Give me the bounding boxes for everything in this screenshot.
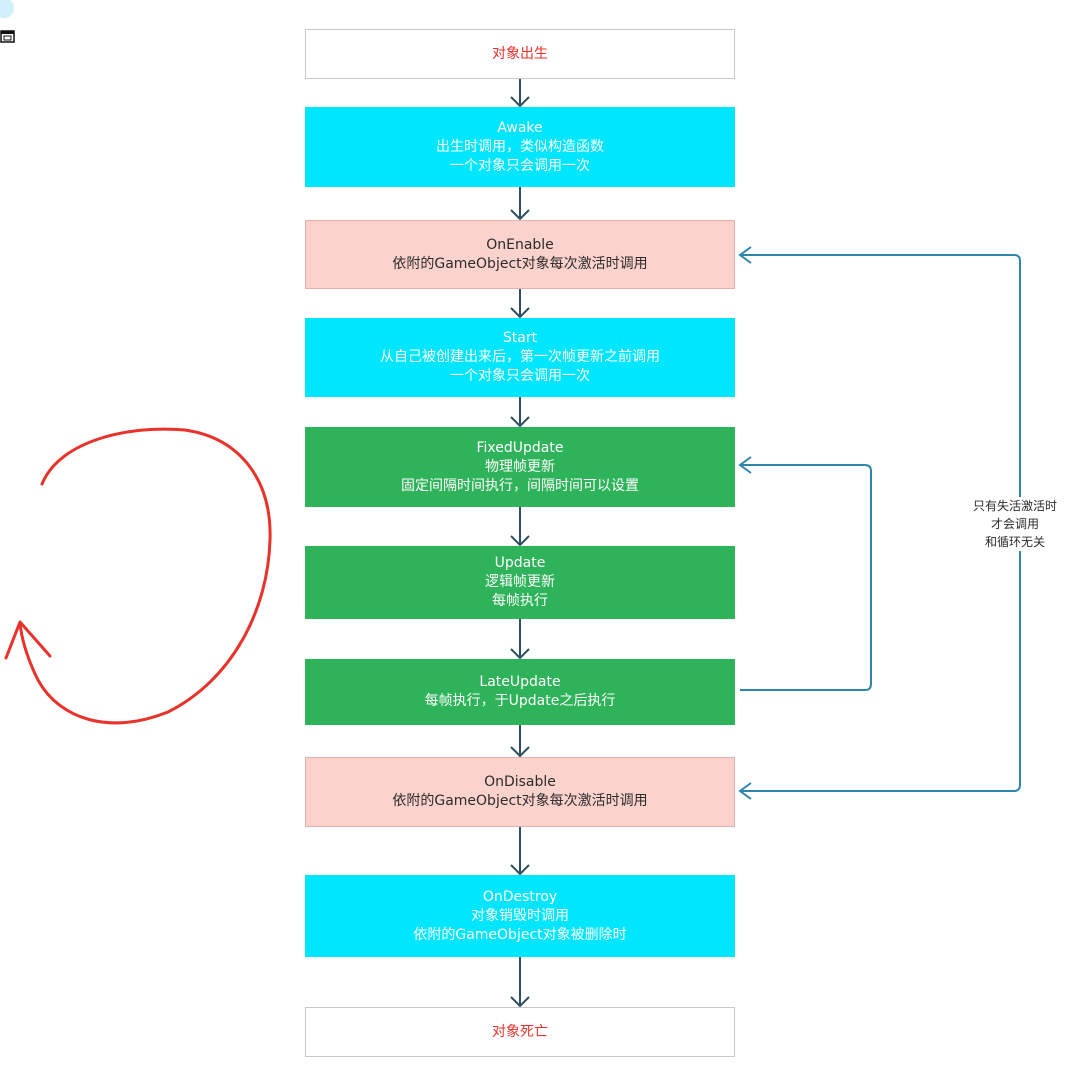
flow-arrowhead	[510, 307, 530, 319]
node-description: 一个对象只会调用一次	[450, 157, 590, 174]
node-title: OnDisable	[484, 774, 556, 790]
flow-arrowhead	[510, 648, 530, 660]
node-description: 每帧执行，于Update之后执行	[424, 693, 616, 709]
node-title: OnEnable	[486, 236, 554, 253]
loop-note: 只有失活激活时 才会调用 和循环无关	[940, 497, 1073, 551]
ondisable-arrowhead	[738, 782, 752, 800]
node-death: 对象死亡	[305, 1007, 735, 1057]
node-ondisable: OnDisable 依附的GameObject对象每次激活时调用	[305, 757, 735, 827]
loop-note-line: 才会调用	[990, 517, 1039, 531]
loop-note-line: 只有失活激活时	[972, 499, 1057, 513]
node-onenable: OnEnable 依附的GameObject对象每次激活时调用	[305, 220, 735, 289]
node-title: Start	[502, 330, 538, 346]
update-loop-connector	[740, 464, 872, 691]
node-update: Update 逻辑帧更新每帧执行	[305, 546, 735, 619]
onenable-arrowhead	[738, 246, 752, 264]
update-loop-arrowhead	[738, 456, 752, 474]
window-icon	[0, 0, 15, 43]
node-title: Awake	[497, 119, 543, 136]
flow-arrowhead	[510, 209, 530, 221]
red-loop-arrowhead	[4, 620, 52, 660]
node-description: 逻辑帧更新	[485, 574, 555, 590]
flow-arrowhead	[510, 864, 530, 876]
node-description: 固定间隔时间执行，间隔时间可以设置	[401, 477, 639, 494]
node-title: Update	[494, 555, 546, 571]
flow-arrowhead	[510, 535, 530, 547]
node-title: FixedUpdate	[476, 439, 564, 456]
flow-arrowhead	[510, 416, 530, 428]
node-title: 对象死亡	[492, 1023, 548, 1040]
node-description: 依附的GameObject对象每次激活时调用	[392, 255, 648, 272]
loop-note-line: 和循环无关	[984, 535, 1045, 549]
node-description: 物理帧更新	[485, 458, 555, 475]
node-title: 对象出生	[492, 45, 548, 62]
red-loop-annotation	[18, 427, 272, 725]
node-description: 出生时调用，类似构造函数	[436, 138, 604, 155]
node-title: OnDestroy	[482, 888, 558, 905]
node-birth: 对象出生	[305, 29, 735, 79]
node-fixedupdate: FixedUpdate 物理帧更新固定间隔时间执行，间隔时间可以设置	[305, 427, 735, 507]
node-awake: Awake 出生时调用，类似构造函数一个对象只会调用一次	[305, 107, 735, 187]
flow-arrowhead	[510, 746, 530, 758]
node-lateupdate: LateUpdate 每帧执行，于Update之后执行	[305, 659, 735, 725]
node-title: LateUpdate	[479, 674, 561, 690]
node-description: 依附的GameObject对象被删除时	[413, 926, 627, 943]
node-description: 对象销毁时调用	[471, 907, 569, 924]
node-description: 一个对象只会调用一次	[450, 368, 590, 384]
node-description: 从自己被创建出来后，第一次帧更新之前调用	[380, 349, 660, 365]
flow-arrowhead	[510, 996, 530, 1008]
node-ondestroy: OnDestroy 对象销毁时调用依附的GameObject对象被删除时	[305, 875, 735, 957]
node-description: 依附的GameObject对象每次激活时调用	[392, 793, 648, 809]
flow-arrowhead	[510, 96, 530, 108]
node-description: 每帧执行	[492, 593, 548, 609]
node-start: Start 从自己被创建出来后，第一次帧更新之前调用一个对象只会调用一次	[305, 318, 735, 397]
